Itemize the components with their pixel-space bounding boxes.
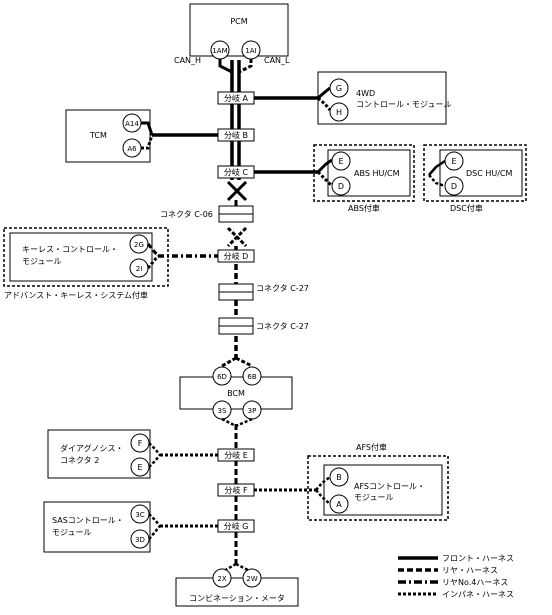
pin-label: 6B — [247, 373, 256, 381]
combination-meter — [175, 577, 299, 607]
dsc-label: DSC HU/CM — [466, 169, 513, 178]
junction-f — [217, 483, 255, 497]
pin-label: B — [336, 473, 342, 482]
pin-label: 6D — [217, 373, 227, 381]
legend-label: フロント・ハーネス — [442, 554, 514, 563]
4wd-sublabel: コントロール・モジュール — [356, 100, 451, 109]
abs-module — [327, 149, 411, 197]
pin-label: E — [451, 157, 456, 166]
diagnosis-label: ダイアグノシス・ — [60, 443, 123, 453]
afs-sublabel: モジュール — [354, 493, 393, 502]
wire-crossing-mark — [226, 180, 248, 202]
junction-label: 分岐 C — [224, 167, 249, 177]
pin-label: E — [137, 463, 142, 472]
4wd-module — [317, 71, 447, 125]
legend-label: リヤ・ハーネス — [442, 566, 498, 575]
can-l-label: CAN_L — [264, 56, 290, 65]
pin-label: 3C — [135, 511, 144, 519]
connector-label: コネクタ C-06 — [160, 210, 213, 219]
junction-label: 分岐 B — [224, 130, 248, 140]
diagnosis-connector — [47, 429, 151, 479]
junction-e — [217, 448, 255, 462]
pin-label: 3P — [248, 407, 257, 415]
junction-label: 分岐 D — [224, 251, 249, 261]
dsc-group-label: DSC付車 — [450, 203, 483, 213]
pin-label: A — [336, 500, 342, 509]
keyless-sublabel: モジュール — [22, 257, 61, 266]
pin-label: F — [138, 439, 143, 448]
afs-group-label: AFS付車 — [356, 442, 387, 452]
4wd-label: 4WD — [356, 89, 375, 98]
abs-group-label: ABS付車 — [348, 203, 380, 213]
sas-label: SASコントロール・ — [52, 516, 124, 525]
connector-label: コネクタ C-27 — [256, 284, 309, 293]
diagnosis-sublabel: コネクタ 2 — [60, 456, 99, 465]
pin-label: H — [336, 108, 342, 117]
junction-label: 分岐 G — [224, 521, 249, 531]
pin-label: 2W — [246, 575, 257, 583]
pin-label: 1AI — [245, 47, 256, 55]
dsc-module — [439, 149, 523, 197]
junction-d — [217, 249, 255, 263]
keyless-group-label: アドバンスト・キーレス・システム付車 — [4, 290, 148, 300]
dsc-option-group — [423, 144, 527, 202]
pin-label: 2X — [217, 575, 226, 583]
pin-label: 3D — [135, 536, 145, 544]
afs-module — [323, 464, 443, 516]
afs-option-group — [307, 455, 449, 521]
abs-option-group — [313, 144, 415, 202]
bcm-module — [179, 376, 293, 410]
sas-sublabel: モジュール — [52, 528, 91, 537]
pin-label: 2G — [134, 241, 144, 249]
legend-label: インパネ・ハーネス — [442, 590, 514, 599]
meter-label: コンビネーション・メータ — [189, 594, 285, 603]
tcm-label: TCM — [89, 131, 107, 140]
junction-label: 分岐 A — [224, 93, 249, 103]
abs-label: ABS HU/CM — [354, 169, 400, 178]
junction-label: 分岐 E — [224, 450, 248, 460]
afs-label: AFSコントロール・ — [354, 482, 425, 491]
junction-b — [217, 128, 255, 142]
pin-label: 1AM — [212, 47, 227, 55]
pin-label: E — [338, 157, 343, 166]
pin-label: D — [338, 182, 344, 191]
pin-label: A14 — [125, 120, 139, 128]
sas-module — [43, 501, 151, 553]
can-h-label: CAN_H — [174, 56, 201, 65]
tcm-module — [65, 109, 151, 163]
keyless-label: キーレス・コントロール・ — [22, 245, 118, 254]
wire-crossing-mark — [226, 226, 248, 248]
legend: フロント・ハーネス リヤ・ハーネス リヤNo.4ハーネス インパネ・ハーネス — [398, 554, 514, 599]
pin-label: A6 — [127, 145, 137, 153]
legend-label: リヤNo.4ハーネス — [442, 578, 508, 587]
pin-label: D — [451, 182, 457, 191]
pcm-label: PCM — [230, 17, 247, 26]
pin-label: 2I — [136, 265, 143, 273]
junction-label: 分岐 F — [224, 485, 248, 495]
pin-label: G — [336, 84, 342, 93]
pin-label: 3S — [218, 407, 227, 415]
pcm-module — [189, 3, 289, 57]
keyless-module — [9, 232, 153, 282]
connector-label: コネクタ C-27 — [256, 322, 309, 331]
bcm-label: BCM — [227, 389, 245, 398]
junction-g — [217, 519, 255, 533]
